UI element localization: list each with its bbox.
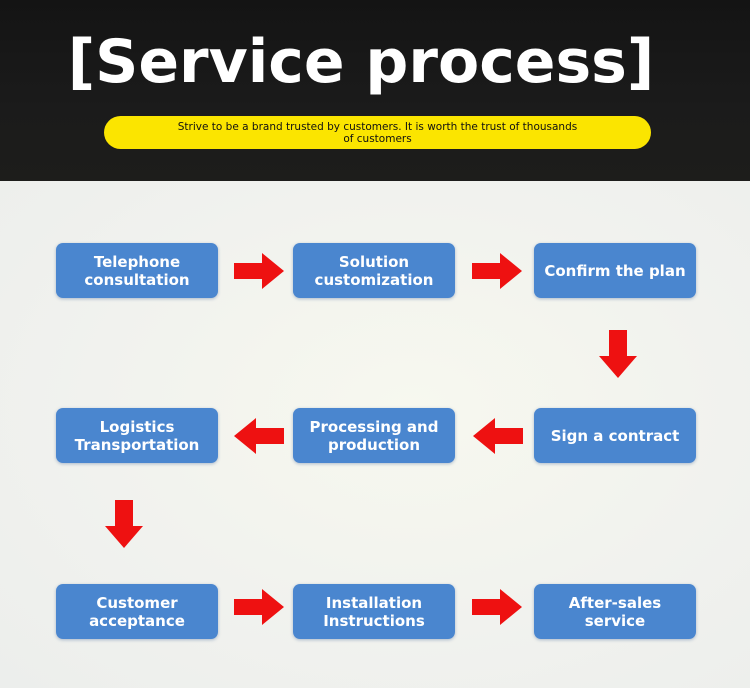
arrow-down-icon [599, 330, 637, 378]
step-solution-customization: Solution customization [293, 243, 455, 298]
step-telephone-consultation: Telephone consultation [56, 243, 218, 298]
header: [Service process] Strive to be a brand t… [0, 0, 750, 181]
step-label: Installation Instructions [323, 593, 425, 630]
arrow-right-icon [234, 589, 284, 625]
step-installation-instructions: Installation Instructions [293, 584, 455, 639]
step-label: Solution customization [314, 252, 434, 289]
step-sign-a-contract: Sign a contract [534, 408, 696, 463]
step-label: Confirm the plan [544, 261, 686, 280]
step-processing-and-production: Processing and production [293, 408, 455, 463]
step-label: Sign a contract [550, 426, 680, 445]
page-title: [Service process] [67, 27, 655, 97]
subtitle-text: Strive to be a brand trusted by customer… [177, 120, 578, 145]
step-confirm-the-plan: Confirm the plan [534, 243, 696, 298]
arrow-right-icon [472, 253, 522, 289]
step-label: Processing and production [309, 417, 439, 454]
arrow-down-icon [105, 500, 143, 548]
subtitle-banner: Strive to be a brand trusted by customer… [104, 116, 651, 149]
step-label: Logistics Transportation [74, 417, 200, 454]
arrow-right-icon [472, 589, 522, 625]
arrow-right-icon [234, 253, 284, 289]
step-after-sales-service: After-sales service [534, 584, 696, 639]
arrow-left-icon [473, 418, 523, 454]
step-label: After-sales service [568, 593, 662, 630]
step-label: Telephone consultation [84, 252, 190, 289]
arrow-left-icon [234, 418, 284, 454]
step-label: Customer acceptance [89, 593, 185, 630]
step-logistics-transportation: Logistics Transportation [56, 408, 218, 463]
step-customer-acceptance: Customer acceptance [56, 584, 218, 639]
